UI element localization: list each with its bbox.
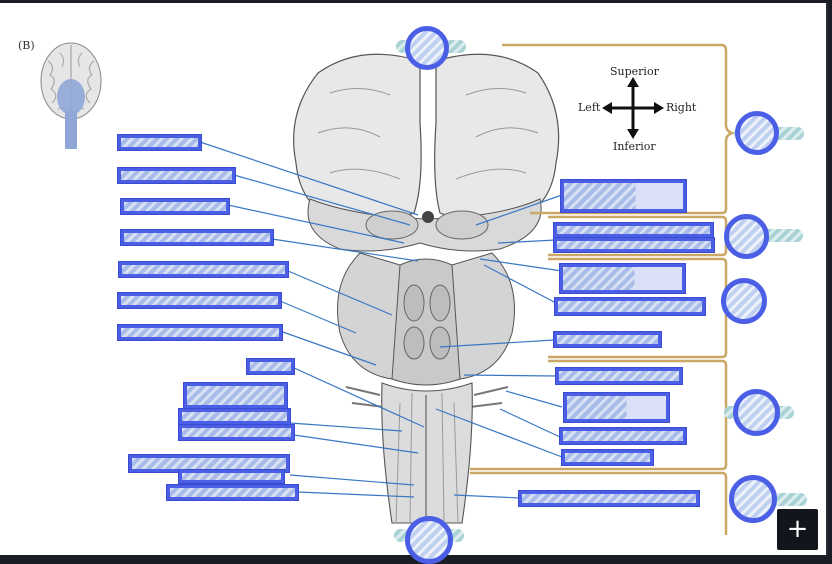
hotspot-marker-top[interactable]	[405, 26, 449, 70]
label-box[interactable]	[553, 222, 714, 238]
label-box[interactable]	[178, 408, 291, 425]
label-box[interactable]	[166, 484, 299, 501]
orientation-compass: Superior Inferior Left Right	[578, 63, 696, 159]
compass-inferior-label: Inferior	[613, 140, 656, 153]
hotspot-marker-bottom[interactable]	[405, 516, 453, 564]
label-box[interactable]	[559, 427, 687, 445]
label-box[interactable]	[246, 358, 295, 375]
label-box[interactable]	[553, 237, 715, 253]
label-box[interactable]	[555, 367, 683, 385]
figure-canvas: (B) Superior Inferior Left Right	[0, 3, 828, 564]
brain-thumbnail-icon	[40, 42, 102, 149]
brainstem-diagram	[199, 43, 736, 535]
label-box[interactable]	[559, 263, 686, 294]
orientation-compass-icon	[602, 77, 664, 139]
label-box[interactable]	[117, 324, 283, 341]
label-box[interactable]	[561, 449, 654, 466]
label-box[interactable]	[178, 469, 285, 484]
label-box[interactable]	[118, 261, 289, 278]
hotspot-marker[interactable]	[721, 278, 767, 324]
panel-letter: (B)	[18, 39, 35, 52]
label-box[interactable]	[120, 198, 230, 215]
label-box[interactable]	[178, 424, 295, 441]
hotspot-marker[interactable]	[733, 389, 780, 436]
label-box[interactable]	[117, 292, 282, 309]
label-box[interactable]	[518, 490, 700, 507]
compass-right-label: Right	[666, 101, 697, 114]
label-box[interactable]	[560, 179, 687, 213]
label-box[interactable]	[117, 167, 236, 184]
label-box[interactable]	[554, 297, 706, 316]
label-box[interactable]	[563, 392, 670, 423]
compass-superior-label: Superior	[610, 65, 659, 78]
label-box[interactable]	[553, 331, 662, 348]
label-box[interactable]	[120, 229, 274, 246]
hotspot-marker[interactable]	[735, 111, 779, 155]
hotspot-marker[interactable]	[729, 475, 777, 523]
hotspot-marker[interactable]	[724, 214, 769, 259]
add-plus-icon[interactable]: +	[777, 509, 818, 550]
label-box[interactable]	[117, 134, 202, 151]
label-box[interactable]	[183, 382, 288, 409]
compass-left-label: Left	[578, 101, 601, 114]
